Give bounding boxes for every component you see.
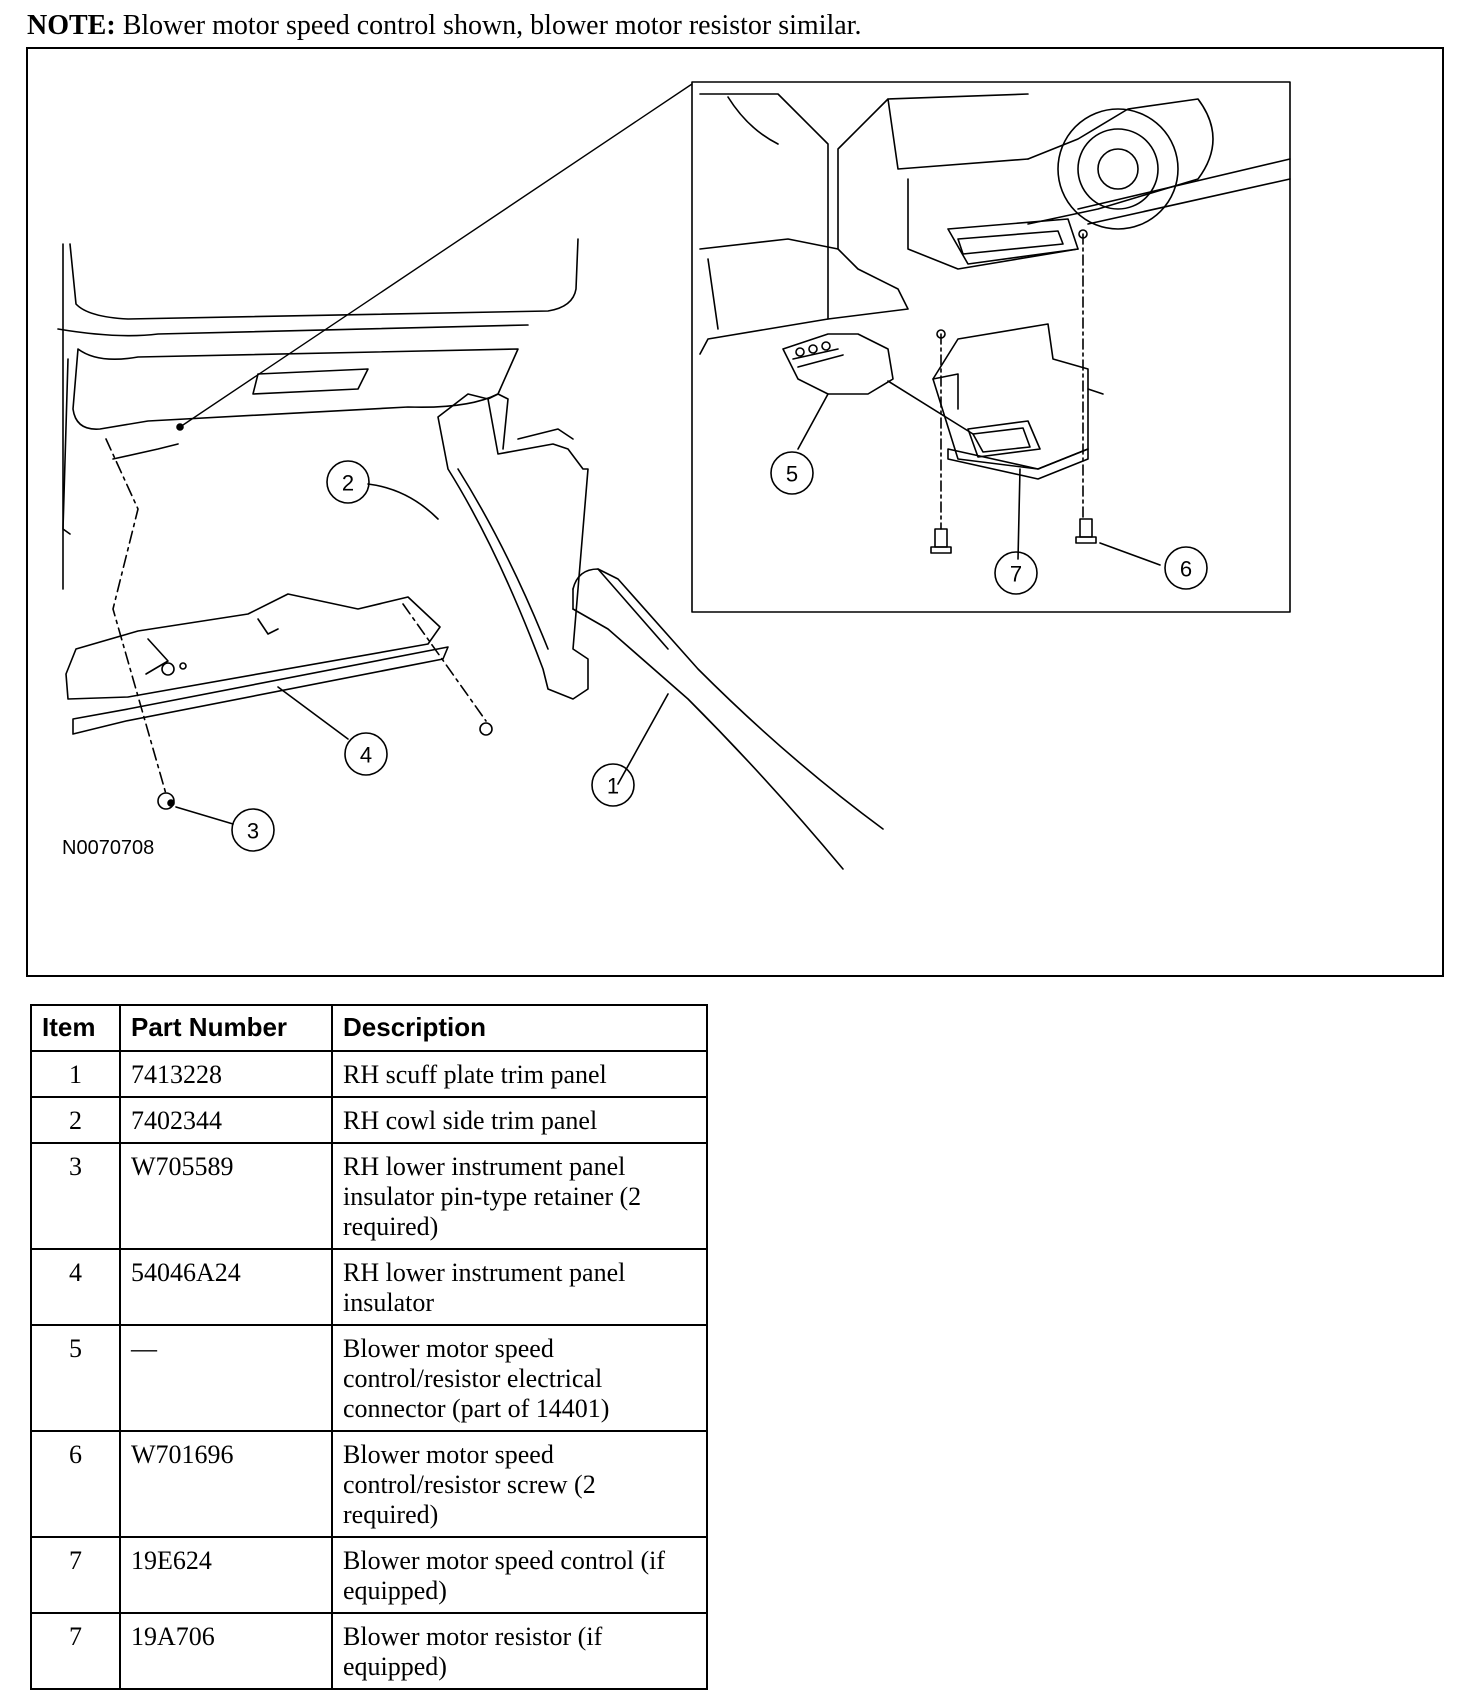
- description-cell: RH scuff plate trim panel: [331, 1050, 708, 1098]
- item-cell: 7: [30, 1612, 121, 1690]
- description-cell: RH cowl side trim panel: [331, 1096, 708, 1144]
- callout-4: 4: [360, 743, 372, 768]
- callout-6: 6: [1180, 557, 1192, 582]
- table-header-row: Item Part Number Description: [30, 1004, 708, 1052]
- table-row: 7 19A706 Blower motor resistor (if equip…: [30, 1612, 708, 1690]
- exploded-view-illustration: 1 2 3 4 5 6 7 N0070708: [26, 47, 1444, 977]
- part-number-cell: 54046A24: [119, 1248, 333, 1326]
- table-row: 3 W705589 RH lower instrument panel insu…: [30, 1142, 708, 1250]
- item-cell: 1: [30, 1050, 121, 1098]
- part-number-cell: 7402344: [119, 1096, 333, 1144]
- callout-3: 3: [247, 819, 259, 844]
- item-cell: 4: [30, 1248, 121, 1326]
- header-description: Description: [331, 1004, 708, 1052]
- callout-2: 2: [342, 471, 354, 496]
- description-cell: Blower motor speed control/resistor elec…: [331, 1324, 708, 1432]
- note-label: NOTE:: [27, 10, 116, 41]
- item-cell: 2: [30, 1096, 121, 1144]
- description-cell: RH lower instrument panel insulator pin-…: [331, 1142, 708, 1250]
- table-row: 5 — Blower motor speed control/resistor …: [30, 1324, 708, 1432]
- part-number-cell: 19A706: [119, 1612, 333, 1690]
- callout-5: 5: [786, 462, 798, 487]
- note-text: Blower motor speed control shown, blower…: [122, 10, 862, 41]
- item-cell: 6: [30, 1430, 121, 1538]
- table-row: 2 7402344 RH cowl side trim panel: [30, 1096, 708, 1144]
- table-row: 4 54046A24 RH lower instrument panel ins…: [30, 1248, 708, 1326]
- item-cell: 3: [30, 1142, 121, 1250]
- note-line: NOTE: Blower motor speed control shown, …: [27, 10, 861, 42]
- part-number-cell: W705589: [119, 1142, 333, 1250]
- callout-7: 7: [1010, 562, 1022, 587]
- parts-table: Item Part Number Description 1 7413228 R…: [30, 1004, 708, 1690]
- figure-id: N0070708: [62, 837, 155, 859]
- description-cell: Blower motor speed control/resistor scre…: [331, 1430, 708, 1538]
- part-number-cell: 7413228: [119, 1050, 333, 1098]
- item-cell: 7: [30, 1536, 121, 1614]
- description-cell: Blower motor speed control (if equipped): [331, 1536, 708, 1614]
- callout-1: 1: [607, 774, 619, 799]
- header-part-number: Part Number: [119, 1004, 333, 1052]
- part-number-cell: —: [119, 1324, 333, 1432]
- description-cell: Blower motor resistor (if equipped): [331, 1612, 708, 1690]
- table-row: 6 W701696 Blower motor speed control/res…: [30, 1430, 708, 1538]
- part-number-cell: 19E624: [119, 1536, 333, 1614]
- illustration-drawing: 1 2 3 4 5 6 7: [57, 81, 1291, 870]
- table-row: 1 7413228 RH scuff plate trim panel: [30, 1050, 708, 1098]
- header-item: Item: [30, 1004, 121, 1052]
- description-cell: RH lower instrument panel insulator: [331, 1248, 708, 1326]
- part-number-cell: W701696: [119, 1430, 333, 1538]
- table-row: 7 19E624 Blower motor speed control (if …: [30, 1536, 708, 1614]
- item-cell: 5: [30, 1324, 121, 1432]
